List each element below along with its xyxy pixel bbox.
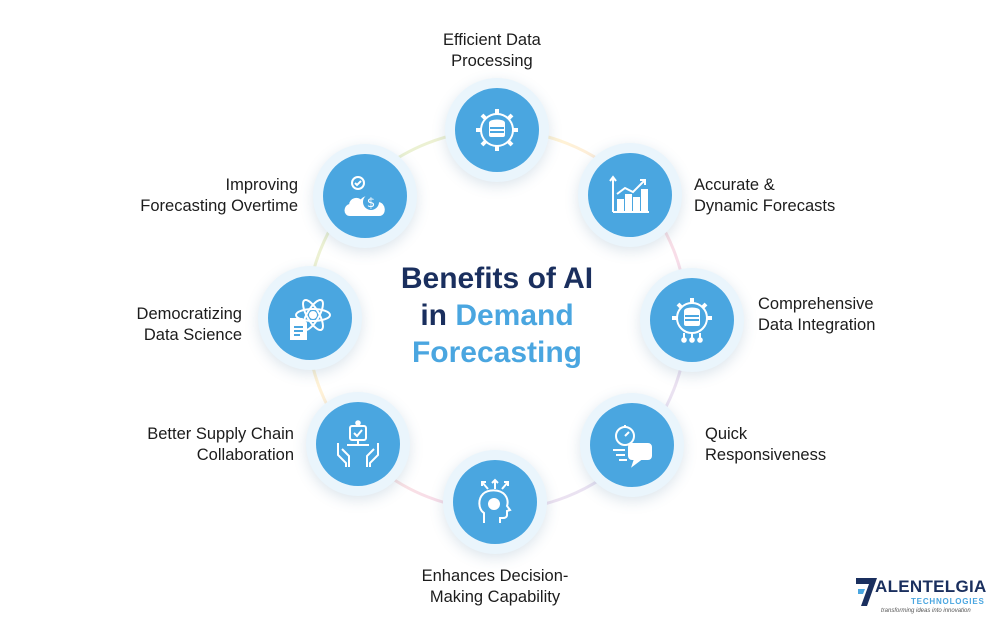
benefit-label-line: Processing xyxy=(451,52,533,70)
benefit-node-supply-chain-collaboration xyxy=(306,392,410,496)
growth-chart-icon xyxy=(609,175,649,213)
benefit-label-line: Dynamic Forecasts xyxy=(694,197,836,215)
benefit-label-quick-responsiveness: Quick Responsiveness xyxy=(705,424,826,466)
benefit-label-line: Better Supply Chain xyxy=(147,425,294,443)
benefit-label-line: Efficient Data xyxy=(443,31,541,49)
benefit-label-line: Collaboration xyxy=(196,446,294,464)
benefit-node-enhances-decision-making xyxy=(443,450,547,554)
benefit-node-quick-responsiveness xyxy=(580,393,684,497)
benefit-label-line: Improving xyxy=(225,176,298,194)
benefit-node-democratizing-data-science xyxy=(258,266,362,370)
logo-subtitle: TECHNOLOGIES xyxy=(911,597,985,606)
benefit-label-line: Enhances Decision- xyxy=(421,567,569,585)
logo-mark-icon xyxy=(856,578,877,606)
benefit-label-comprehensive-data-integration: Comprehensive Data Integration xyxy=(758,294,875,336)
database-gear-icon xyxy=(672,298,712,343)
hands-collaboration-icon xyxy=(337,420,379,467)
gear-database-icon xyxy=(476,109,518,151)
benefit-label-line: Data Integration xyxy=(758,316,876,334)
logo-tagline: transforming ideas into innovation xyxy=(881,608,971,614)
benefit-label-line: Responsiveness xyxy=(705,446,827,464)
benefit-label-line: Making Capability xyxy=(429,588,561,606)
benefit-label-efficient-data-processing: Efficient Data Processing xyxy=(443,30,541,72)
benefit-label-line: Quick xyxy=(705,425,748,443)
title-line-3: Forecasting xyxy=(411,336,583,369)
benefit-label-line: Data Science xyxy=(143,326,242,344)
benefit-label-accurate-dynamic-forecasts: Accurate & Dynamic Forecasts xyxy=(694,175,835,217)
benefit-label-line: Accurate & xyxy=(694,176,775,194)
svg-text:$: $ xyxy=(367,196,375,211)
benefit-label-line: Comprehensive xyxy=(758,295,874,313)
center-title: Benefits of AI in Demand Forecasting xyxy=(362,260,632,371)
benefit-label-line: Forecasting Overtime xyxy=(140,197,298,215)
head-arrows-icon xyxy=(478,478,512,523)
title-line-2-highlight: Demand xyxy=(455,299,574,332)
title-line-2-prefix: in xyxy=(420,299,447,332)
benefit-label-democratizing-data-science: Democratizing Data Science xyxy=(62,304,242,346)
atom-document-icon xyxy=(290,298,331,340)
title-line-1: Benefits of AI xyxy=(400,262,594,295)
fast-chat-icon xyxy=(613,425,652,468)
benefit-node-accurate-dynamic-forecasts xyxy=(578,143,682,247)
money-cloud-icon: $ xyxy=(344,176,385,216)
benefit-label-improving-forecasting: Improving Forecasting Overtime xyxy=(98,175,298,217)
benefit-label-supply-chain-collaboration: Better Supply Chain Collaboration xyxy=(114,424,294,466)
benefit-node-efficient-data-processing xyxy=(445,78,549,182)
talentelgia-logo: ALENTELGIA TECHNOLOGIES transforming ide… xyxy=(855,575,990,625)
benefit-node-comprehensive-data-integration xyxy=(640,268,744,372)
benefit-label-line: Democratizing xyxy=(136,305,242,323)
benefit-label-enhances-decision-making: Enhances Decision- Making Capability xyxy=(405,566,585,608)
benefit-node-improving-forecasting: $ xyxy=(313,144,417,248)
logo-name: ALENTELGIA xyxy=(875,577,987,596)
